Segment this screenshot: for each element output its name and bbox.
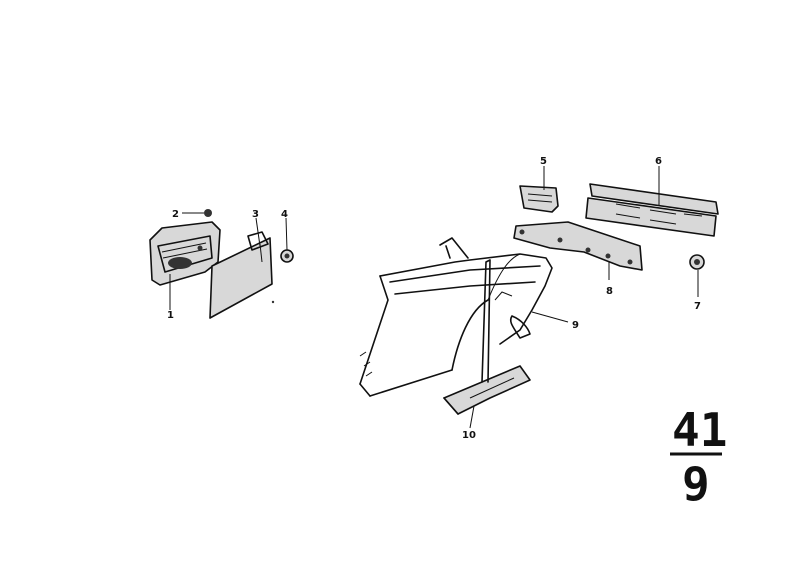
part-10-sill-trim[interactable] bbox=[443, 259, 531, 415]
label-part-3: 3 bbox=[252, 209, 259, 220]
label-part-1: 1 bbox=[167, 310, 174, 321]
label-part-5: 5 bbox=[540, 156, 547, 167]
label-part-2: 2 bbox=[172, 209, 179, 220]
group-number-sub: 9 bbox=[682, 457, 710, 511]
part-5-bracket[interactable] bbox=[519, 185, 559, 213]
part-7-clip[interactable] bbox=[689, 254, 705, 270]
label-part-4: 4 bbox=[281, 209, 288, 220]
label-part-9: 9 bbox=[572, 320, 579, 331]
part-4-bumper[interactable] bbox=[280, 249, 294, 263]
part-3-lid[interactable] bbox=[209, 231, 275, 319]
part-6-trim-rail[interactable] bbox=[585, 183, 719, 237]
part-2-screw[interactable] bbox=[204, 209, 212, 217]
part-1-housing[interactable] bbox=[149, 221, 221, 286]
label-part-8: 8 bbox=[606, 286, 613, 297]
part-9-fender-panel[interactable] bbox=[359, 237, 553, 397]
part-8-support-beam[interactable] bbox=[513, 221, 643, 271]
group-number-main: 41 bbox=[672, 403, 727, 457]
label-part-10: 10 bbox=[462, 430, 476, 441]
label-part-7: 7 bbox=[694, 301, 701, 312]
label-part-6: 6 bbox=[655, 156, 662, 167]
